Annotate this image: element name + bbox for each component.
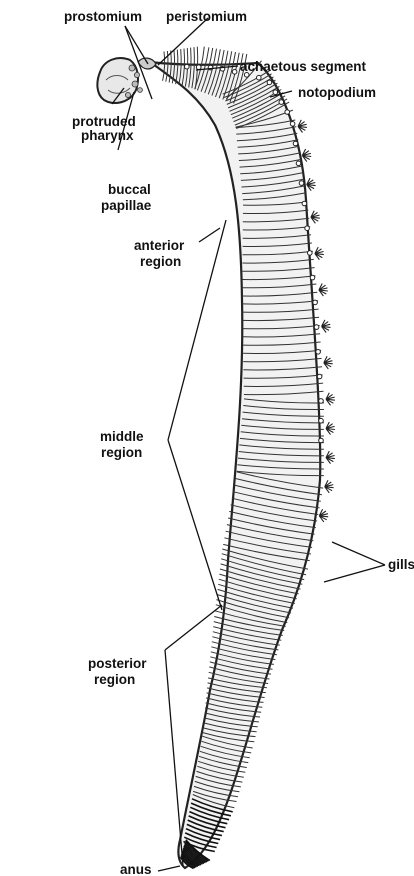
- label-buccal-papillae-1: buccal: [108, 182, 151, 197]
- notopodium-dot: [308, 251, 313, 256]
- notopodium-dot: [267, 80, 272, 85]
- gill-tuft: [326, 422, 335, 435]
- notopodium-dot: [310, 275, 315, 280]
- label-anterior-region-1: anterior: [134, 238, 185, 253]
- label-anterior-region-2: region: [140, 254, 181, 269]
- label-gills: gills: [388, 557, 414, 572]
- middle-region-bracket: [168, 220, 226, 610]
- label-buccal-papillae-2: papillae: [101, 198, 152, 213]
- notopodium-dot: [313, 300, 318, 305]
- anus-leader: [158, 866, 180, 871]
- notopodium-dot: [319, 399, 324, 404]
- notopodium-dot: [316, 350, 321, 355]
- notopodium-dot: [196, 65, 201, 70]
- notopodium-dot: [299, 181, 304, 186]
- gill-tuft: [319, 284, 328, 297]
- label-achaetous-segment: achaetous segment: [240, 59, 367, 74]
- label-middle-region-1: middle: [100, 429, 144, 444]
- gill-tuft: [326, 451, 335, 464]
- notopodium-dot: [279, 100, 284, 105]
- label-peristomium: peristomium: [166, 9, 247, 24]
- gill-tuft: [315, 247, 324, 260]
- gill-tuft: [302, 149, 311, 162]
- gill-tuft: [326, 393, 335, 406]
- gill-tuft: [311, 211, 320, 224]
- gills-leader: [324, 542, 385, 582]
- gill-tuft: [298, 120, 307, 133]
- notopodium-dot: [293, 141, 298, 146]
- notopodium-dot: [185, 64, 190, 69]
- label-notopodium: notopodium: [298, 85, 376, 100]
- label-posterior-region-2: region: [94, 672, 135, 687]
- gill-tuft: [319, 509, 328, 522]
- notopodium-dot: [319, 438, 324, 443]
- notopodium-dot: [285, 110, 290, 115]
- label-prostomium: prostomium: [64, 9, 142, 24]
- notopodium-dot: [305, 226, 310, 231]
- gill-tuft: [324, 356, 333, 369]
- anterior-leader: [199, 228, 220, 242]
- notopodium-dot: [273, 90, 278, 95]
- notopodium-dot: [302, 201, 307, 206]
- label-protruded-pharynx-2: pharynx: [81, 128, 134, 143]
- notopodium-dot: [257, 75, 262, 80]
- label-anus: anus: [120, 862, 152, 876]
- label-protruded-pharynx-1: protruded: [72, 114, 136, 129]
- notopodium-dot: [317, 374, 322, 379]
- label-middle-region-2: region: [101, 445, 142, 460]
- notopodium-dot: [290, 122, 295, 127]
- notopodium-dot: [296, 161, 301, 166]
- notopodium-dot: [232, 70, 237, 75]
- gill-tuft: [325, 480, 334, 493]
- label-posterior-region-1: posterior: [88, 656, 147, 671]
- gill-tuft: [322, 320, 331, 333]
- gill-tuft: [307, 178, 316, 191]
- notopodium-dot: [314, 325, 319, 330]
- peristomium-leader: [158, 18, 208, 65]
- notopodium-dot: [319, 418, 324, 423]
